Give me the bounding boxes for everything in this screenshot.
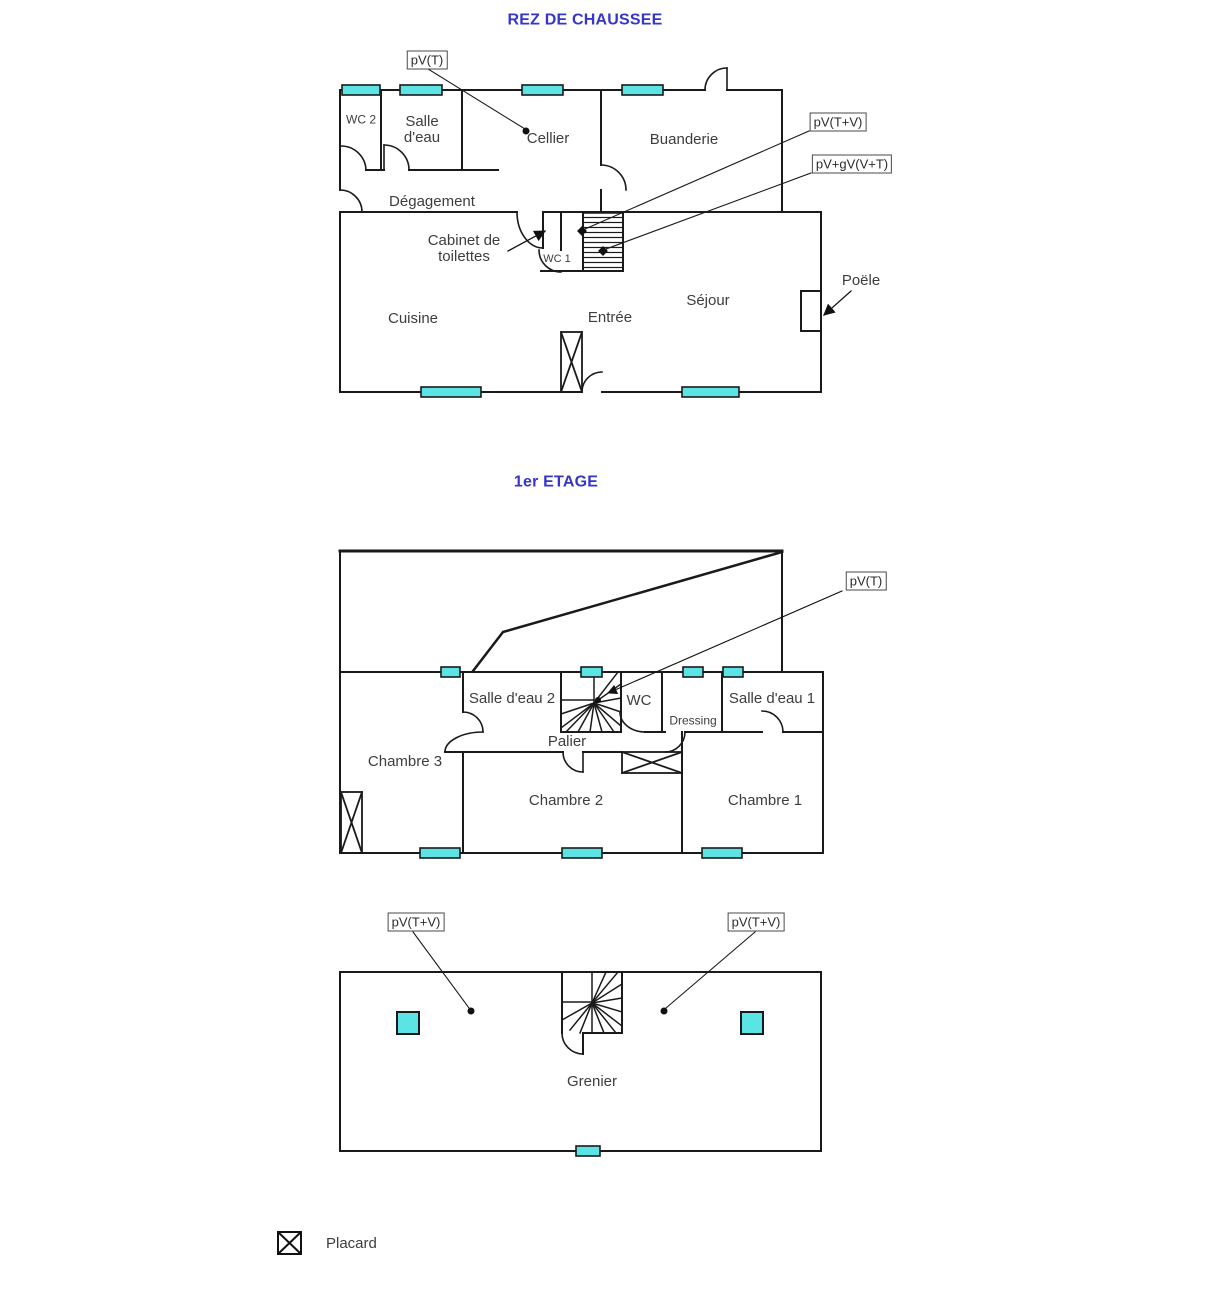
stair-treads	[560, 970, 624, 1035]
first-floor-title: 1er ETAGE	[513, 473, 599, 491]
chambre3-placard-symbol	[339, 790, 364, 855]
window	[561, 847, 603, 859]
first-floor-callout-leader	[595, 590, 843, 703]
annotation-cabinet-de-toilettes: Cabinet de toilettes	[427, 231, 501, 265]
window	[419, 847, 461, 859]
ground-floor-plan	[339, 67, 852, 398]
window	[681, 386, 740, 398]
window	[399, 84, 443, 96]
window	[722, 666, 744, 678]
legend-placard-symbol	[277, 1231, 302, 1255]
roof-window	[740, 1011, 764, 1035]
roof-window	[396, 1011, 420, 1035]
palier-placard-symbol	[620, 750, 684, 775]
attic-staircase	[560, 970, 624, 1055]
room-label-palier: Palier	[547, 732, 587, 750]
stair-treads	[559, 670, 623, 734]
callout-pvtv-attic-left: pV(T+V)	[387, 912, 445, 932]
ground-floor-arrows	[507, 230, 852, 316]
callout-pvtv-ground: pV(T+V)	[809, 112, 867, 132]
callout-pvt-ground: pV(T)	[406, 50, 448, 70]
room-label-wc2: WC 2	[346, 112, 376, 127]
ground-floor-windows	[341, 84, 740, 398]
window	[701, 847, 743, 859]
attic-callout-leaders	[412, 931, 756, 1015]
window	[440, 666, 461, 678]
room-label-chambre-2: Chambre 2	[528, 791, 604, 809]
room-label-chambre-3: Chambre 3	[367, 752, 443, 770]
annotation-poele: Poële	[841, 271, 881, 289]
room-label-salle-deau: Salle d'eau	[403, 112, 441, 146]
room-label-dressing: Dressing	[669, 713, 717, 728]
room-label-cellier: Cellier	[526, 129, 570, 147]
attic-roof-windows	[396, 1011, 764, 1035]
ground-floor-title: REZ DE CHAUSSEE	[507, 11, 663, 29]
legend-placard-label: Placard	[326, 1234, 377, 1252]
callout-pvtv-attic-right: pV(T+V)	[727, 912, 785, 932]
first-floor-windows	[419, 666, 744, 859]
entree-placard-symbol	[559, 330, 584, 394]
room-label-salle-deau-1: Salle d'eau 1	[728, 689, 816, 707]
staircase-hatched	[582, 212, 624, 272]
room-label-salle-deau-2: Salle d'eau 2	[468, 689, 556, 707]
poele-stove	[800, 290, 822, 332]
window	[521, 84, 564, 96]
window	[682, 666, 704, 678]
first-floor-staircase	[559, 670, 623, 734]
room-label-entree: Entrée	[587, 308, 633, 326]
attic-plan	[339, 931, 822, 1157]
callout-pvt-first: pV(T)	[845, 571, 887, 591]
poele-arrow	[823, 290, 852, 316]
room-label-chambre-1: Chambre 1	[727, 791, 803, 809]
window	[580, 666, 603, 678]
callout-pvgv-ground: pV+gV(V+T)	[811, 154, 893, 174]
room-label-wc: WC	[626, 691, 652, 709]
window	[341, 84, 381, 96]
room-label-grenier: Grenier	[566, 1072, 618, 1090]
window	[621, 84, 664, 96]
first-floor-plan	[338, 549, 843, 859]
window	[420, 386, 482, 398]
room-label-sejour: Séjour	[686, 291, 730, 309]
cabinet-arrow	[507, 230, 547, 252]
roof-slope-line	[471, 550, 784, 673]
attic-walls	[339, 971, 822, 1152]
first-floor-roof-area	[338, 549, 784, 673]
ground-floor-callout-leaders	[427, 68, 812, 256]
room-label-degagement: Dégagement	[389, 192, 475, 210]
room-label-wc1: WC 1	[543, 253, 571, 266]
first-floor-door-arcs	[444, 710, 784, 773]
window	[575, 1145, 601, 1157]
room-label-buanderie: Buanderie	[649, 130, 719, 148]
room-label-cuisine: Cuisine	[387, 309, 439, 327]
